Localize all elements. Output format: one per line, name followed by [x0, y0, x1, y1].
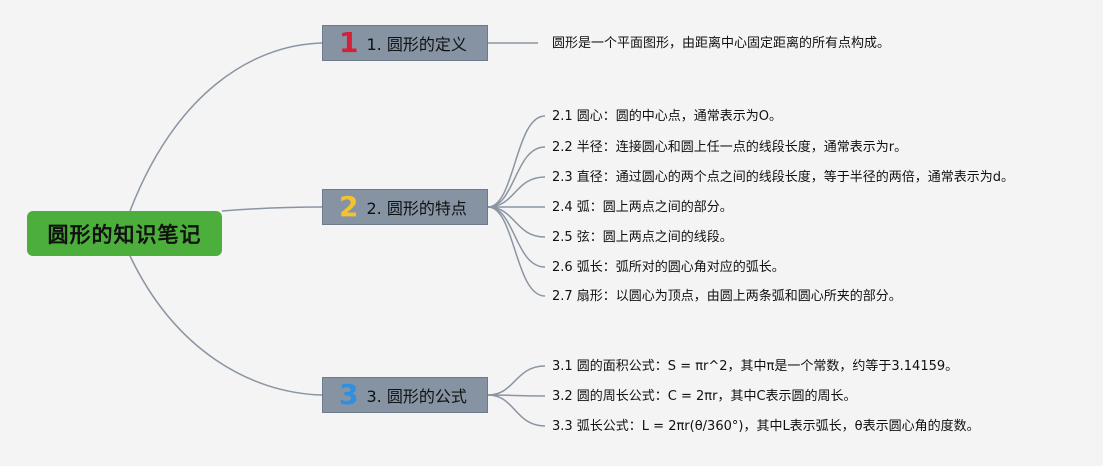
branch-label: 1. 圆形的定义	[366, 35, 467, 54]
branch-formulas[interactable]: 3 3. 圆形的公式	[322, 377, 488, 413]
leaf-radius[interactable]: 2.2 半径：连接圆心和圆上任一点的线段长度，通常表示为r。	[552, 140, 908, 155]
leaf-sector[interactable]: 2.7 扇形：以圆心为顶点，由圆上两条弧和圆心所夹的部分。	[552, 289, 902, 304]
leaf-diameter[interactable]: 2.3 直径：通过圆心的两个点之间的线段长度，等于半径的两倍，通常表示为d。	[552, 170, 1015, 185]
leaf-chord[interactable]: 2.5 弦：圆上两点之间的线段。	[552, 230, 733, 245]
number-three-icon: 3	[339, 378, 359, 411]
link-branch-2-leaf-1	[487, 115, 546, 208]
link-branch-2-leaf-3	[487, 176, 546, 208]
leaf-circumference-formula[interactable]: 3.2 圆的周长公式：C = 2πr，其中C表示圆的周长。	[552, 389, 857, 404]
link-root-branch-2	[221, 206, 323, 212]
leaf-arc[interactable]: 2.4 弧：圆上两点之间的部分。	[552, 200, 733, 215]
leaf-arc-length[interactable]: 2.6 弧长：弧所对的圆心角对应的弧长。	[552, 260, 785, 275]
link-root-branch-1	[129, 42, 323, 212]
branch-definition[interactable]: 1 1. 圆形的定义	[322, 25, 488, 61]
number-one-icon: 1	[339, 26, 359, 59]
leaf-center[interactable]: 2.1 圆心：圆的中心点，通常表示为O。	[552, 109, 783, 124]
link-branch-3-leaf-1	[487, 365, 546, 396]
branch-label: 2. 圆形的特点	[366, 199, 467, 218]
link-branch-3-leaf-3	[487, 394, 546, 427]
link-root-branch-3	[129, 255, 323, 396]
branch-features[interactable]: 2 2. 圆形的特点	[322, 189, 488, 225]
root-label: 圆形的知识笔记	[47, 222, 202, 247]
link-branch-2-leaf-7	[487, 206, 546, 297]
leaf-definition[interactable]: 圆形是一个平面图形，由距离中心固定距离的所有点构成。	[552, 36, 891, 51]
root-node[interactable]: 圆形的知识笔记	[27, 211, 222, 256]
link-branch-2-leaf-6	[487, 206, 546, 268]
number-two-icon: 2	[339, 190, 359, 223]
branch-label: 3. 圆形的公式	[366, 387, 467, 406]
link-branch-2-leaf-2	[487, 146, 546, 208]
link-branch-2-leaf-5	[487, 206, 546, 238]
leaf-area-formula[interactable]: 3.1 圆的面积公式：S = πr^2，其中π是一个常数，约等于3.14159。	[552, 359, 959, 374]
leaf-arc-length-formula[interactable]: 3.3 弧长公式：L = 2πr(θ/360°)，其中L表示弧长，θ表示圆心角的…	[552, 419, 980, 434]
